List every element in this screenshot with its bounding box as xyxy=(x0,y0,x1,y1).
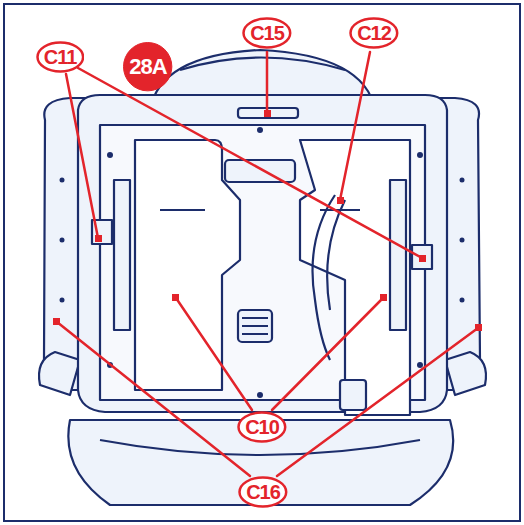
callout-circle: C15 xyxy=(242,17,292,49)
seat-body xyxy=(39,50,486,505)
callout-ellipse xyxy=(239,413,286,442)
callout-circle: C10 xyxy=(237,411,287,443)
leader-dots xyxy=(53,110,482,331)
callout-circle: C12 xyxy=(349,17,399,49)
frame xyxy=(4,4,520,521)
callout-ellipse xyxy=(351,19,398,48)
rivets xyxy=(60,127,465,398)
callout-number: C15 xyxy=(250,23,284,43)
leader-lines xyxy=(57,52,478,476)
callout-ellipse xyxy=(244,19,291,48)
callout-circle: C16 xyxy=(238,476,288,508)
callout-circle: C11 xyxy=(36,41,85,73)
callout-number: C12 xyxy=(357,23,391,43)
figure-badge: 28A xyxy=(122,41,173,92)
callout-number: C11 xyxy=(44,47,77,67)
callout-number: C16 xyxy=(246,482,280,502)
callout-ellipse xyxy=(124,43,172,91)
callout-number: C10 xyxy=(245,417,279,437)
figure-number: 28A xyxy=(129,56,166,78)
callout-ellipse xyxy=(37,43,83,72)
callout-ellipse xyxy=(240,478,287,507)
